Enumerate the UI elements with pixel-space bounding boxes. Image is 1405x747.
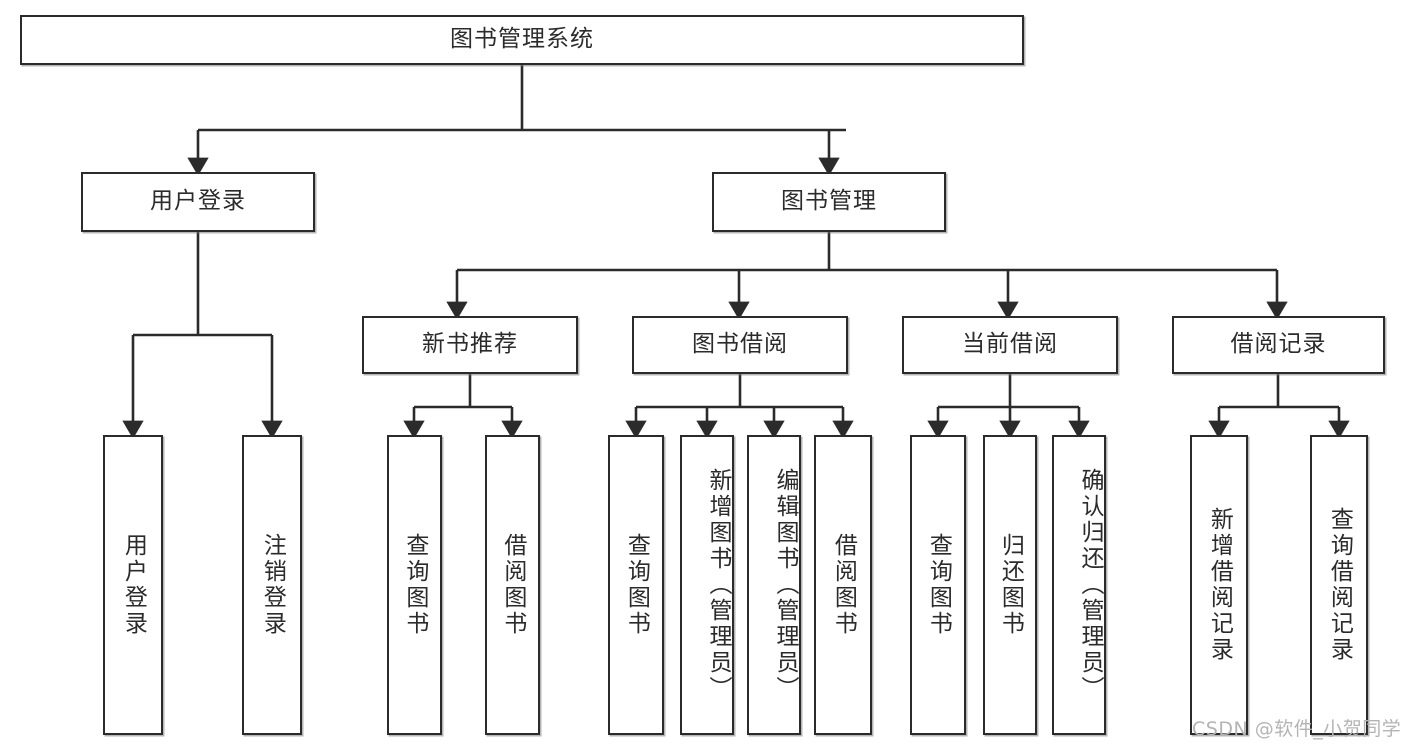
node-leaf-add-book[interactable]: 新增图书（管理员）	[680, 435, 734, 735]
node-leaf-borrow-book-1[interactable]: 借阅图书	[485, 435, 540, 735]
node-leaf-query-book-2[interactable]: 查询图书	[608, 435, 664, 735]
node-current-borrow[interactable]: 当前借阅	[902, 316, 1118, 374]
node-borrow-record[interactable]: 借阅记录	[1172, 316, 1385, 374]
node-book-borrow[interactable]: 图书借阅	[632, 316, 848, 374]
node-new-book-recommend[interactable]: 新书推荐	[362, 316, 578, 374]
node-leaf-confirm-return[interactable]: 确认归还（管理员）	[1052, 435, 1106, 735]
node-leaf-query-book-1[interactable]: 查询图书	[387, 435, 442, 735]
node-leaf-borrow-book-2[interactable]: 借阅图书	[814, 435, 872, 735]
node-book-manage[interactable]: 图书管理	[712, 172, 946, 232]
node-leaf-logout[interactable]: 注销登录	[242, 435, 302, 735]
watermark-credit: CSDN @软件_小贺同学	[1192, 718, 1402, 740]
node-leaf-query-book-3[interactable]: 查询图书	[910, 435, 966, 735]
node-user-login[interactable]: 用户登录	[81, 172, 315, 232]
node-leaf-edit-book[interactable]: 编辑图书（管理员）	[747, 435, 801, 735]
node-leaf-query-record[interactable]: 查询借阅记录	[1310, 435, 1368, 735]
node-root[interactable]: 图书管理系统	[20, 15, 1024, 65]
node-leaf-add-record[interactable]: 新增借阅记录	[1190, 435, 1248, 735]
node-leaf-user-login[interactable]: 用户登录	[103, 435, 163, 735]
node-leaf-return-book[interactable]: 归还图书	[983, 435, 1037, 735]
